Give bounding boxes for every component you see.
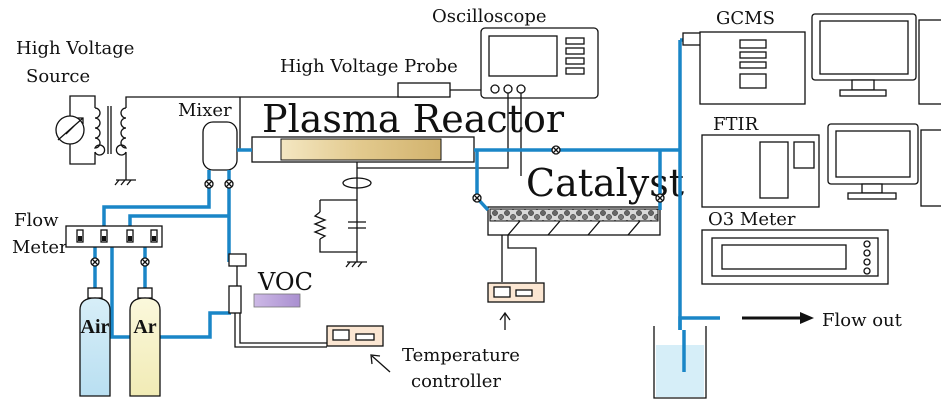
arrow-icon — [370, 354, 381, 365]
mixer-body — [202, 121, 238, 171]
hv-probe-label: High Voltage Probe — [280, 56, 458, 77]
valve-icon — [655, 193, 665, 203]
resistor-icon — [313, 211, 327, 240]
mixer: Mixer — [178, 100, 238, 171]
temp-controller-label-1: Temperature — [402, 345, 520, 366]
gcms-label: GCMS — [716, 8, 775, 29]
ar-label: Ar — [133, 316, 156, 338]
beaker-water — [656, 345, 704, 397]
transformer-secondary-coil-icon — [115, 107, 127, 156]
ground-icon — [345, 261, 367, 268]
oscilloscope: Oscilloscope — [357, 6, 599, 176]
exhaust-beaker — [653, 326, 707, 399]
valve-icon — [90, 257, 100, 267]
voc-source: VOC — [228, 253, 327, 348]
ground-icon — [114, 179, 136, 186]
ar-bottle: Ar — [129, 287, 161, 397]
o3-meter-label: O3 Meter — [708, 209, 796, 230]
arrow-right-icon — [800, 312, 814, 324]
reactor-electrode — [280, 138, 442, 161]
ftir-label: FTIR — [713, 114, 759, 135]
flow-meter-label-2: Meter — [12, 237, 68, 258]
probe-body — [397, 82, 451, 98]
flow-meter: Flow Meter — [12, 210, 163, 258]
temperature-controller: Temperature controller — [326, 325, 520, 392]
arrow-up-icon — [499, 311, 511, 321]
valve-icon — [140, 257, 150, 267]
hv-source-label-1: High Voltage — [16, 38, 134, 59]
valve-icon — [551, 145, 561, 155]
valve-icon — [224, 179, 234, 189]
air-bottle: Air — [79, 287, 111, 397]
flow-out-label: Flow out — [822, 310, 903, 331]
oscilloscope-label: Oscilloscope — [432, 6, 547, 27]
mixer-label: Mixer — [178, 100, 232, 121]
flow-meter-label-1: Flow — [14, 210, 59, 231]
high-voltage-probe: High Voltage Probe — [280, 56, 494, 98]
ftir: FTIR — [701, 114, 941, 208]
valve-icon — [204, 179, 214, 189]
gcms: GCMS — [682, 8, 941, 105]
current-probe-icon — [342, 177, 372, 189]
hv-source-label-2: Source — [26, 66, 90, 87]
flow-out: Flow out — [742, 310, 903, 331]
air-label: Air — [81, 316, 110, 338]
oscilloscope-screen — [488, 35, 558, 77]
voc-bath — [253, 293, 301, 308]
plasma-reactor: Plasma Reactor — [251, 97, 565, 163]
catalyst-unit: Catalyst — [487, 161, 684, 330]
valve-icon — [472, 193, 482, 203]
high-voltage-source: High Voltage Source — [16, 38, 420, 186]
voc-vessel — [228, 285, 242, 314]
beaker — [653, 326, 707, 399]
measurement-circuit — [313, 162, 372, 268]
plasma-reactor-label: Plasma Reactor — [262, 97, 565, 141]
catalyst-bed — [489, 208, 659, 222]
voc-label: VOC — [257, 268, 313, 296]
temp-controller-label-2: controller — [411, 371, 501, 392]
transformer-primary-coil-icon — [94, 107, 106, 156]
valves — [90, 145, 665, 267]
o3-meter: O3 Meter — [701, 209, 889, 285]
flow-meter-body — [65, 225, 163, 248]
